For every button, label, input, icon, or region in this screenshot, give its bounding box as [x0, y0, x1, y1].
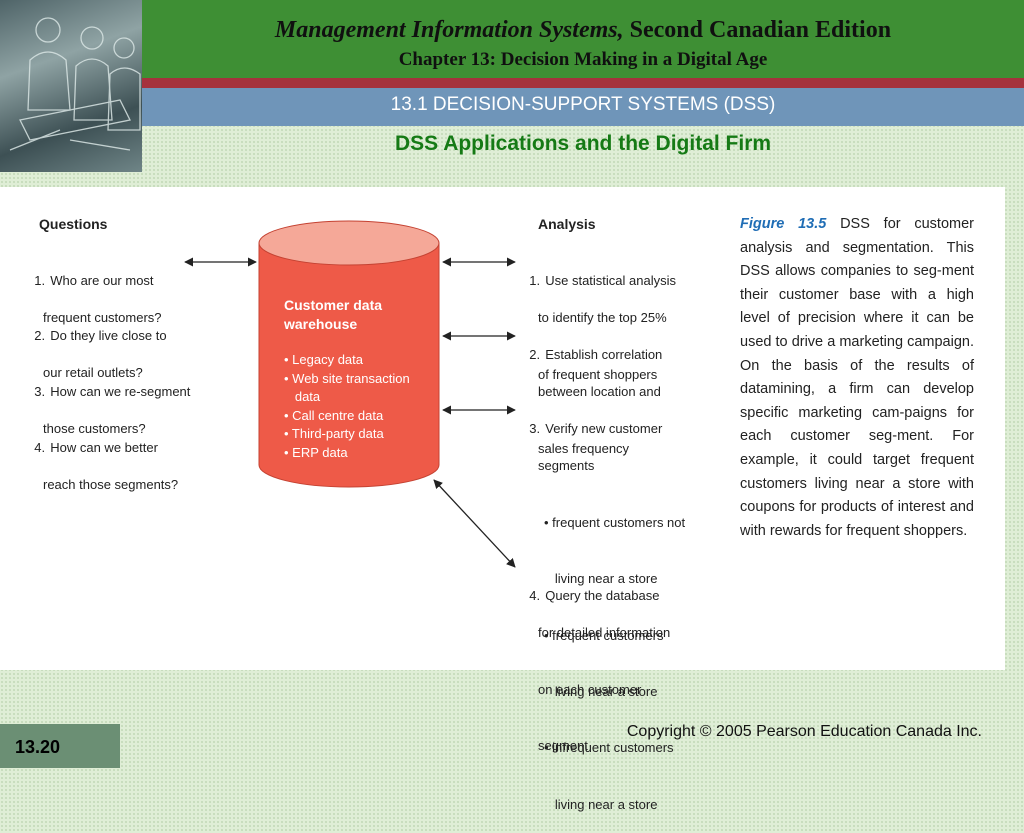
copyright-notice: Copyright © 2005 Pearson Education Canad…: [626, 723, 982, 740]
section-bar: 13.1 DECISION-SUPPORT SYSTEMS (DSS): [142, 88, 1024, 126]
warehouse-sources: • Legacy data • Web site transaction dat…: [284, 352, 410, 460]
questions-heading: Questions: [39, 216, 108, 232]
dss-diagram: [184, 220, 516, 568]
question-item: 2.Do they live close to our retail outle…: [34, 327, 167, 381]
analysis-item: 4.Query the database for detailed inform…: [529, 587, 671, 754]
warehouse-label: Customer data warehouse • Legacy data • …: [284, 296, 444, 463]
figure-caption: Figure 13.5 DSS for customer analysis an…: [740, 213, 974, 543]
figure-label: Figure 13.5: [740, 216, 827, 232]
book-title: Management Information Systems, Second C…: [274, 17, 892, 43]
slide-subtitle: DSS Applications and the Digital Firm: [394, 132, 772, 155]
accent-stripe: [142, 78, 1024, 88]
question-item: 3.How can we re-segment those customers?: [34, 383, 191, 437]
data-warehouse-cylinder: [258, 220, 440, 488]
chapter-title: Chapter 13: Decision Making in a Digital…: [398, 49, 768, 70]
page-number-box: 13.20: [0, 724, 120, 768]
analysis-heading: Analysis: [538, 216, 596, 232]
warehouse-title: Customer data warehouse: [284, 297, 383, 332]
people-sketch-image: [9, 17, 141, 151]
figure-panel: [0, 187, 1005, 670]
page-number: 13.20: [15, 737, 61, 757]
arrow-a4: [433, 479, 516, 568]
question-item: 4.How can we better reach those segments…: [34, 439, 179, 493]
header-photo: [0, 0, 142, 172]
title-bar: Management Information Systems, Second C…: [142, 0, 1024, 78]
question-item: 1.Who are our most frequent customers?: [34, 272, 162, 326]
caption-text: DSS for customer analysis and segmentati…: [740, 216, 975, 539]
analysis-item: 1.Use statistical analysis to identify t…: [529, 272, 677, 382]
analysis-item: 2.Establish correlation between location…: [529, 346, 663, 456]
section-title: 13.1 DECISION-SUPPORT SYSTEMS (DSS): [390, 94, 776, 115]
